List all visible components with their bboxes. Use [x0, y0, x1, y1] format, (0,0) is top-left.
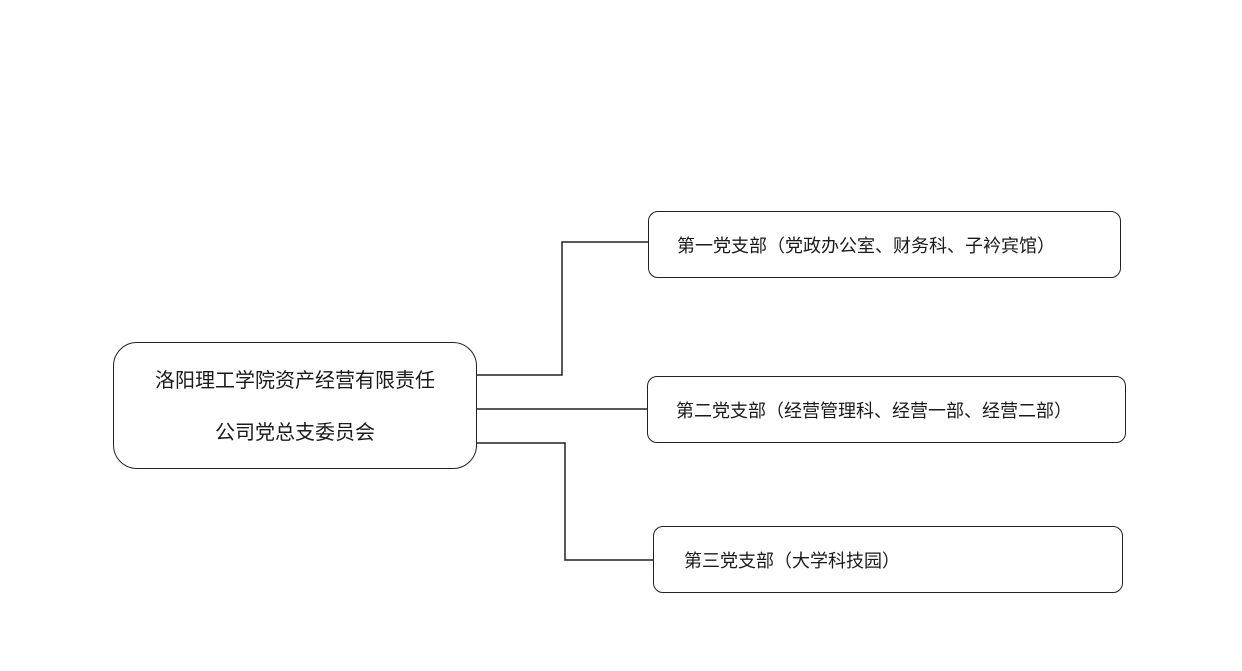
root-label-line-2: 公司党总支委员会: [215, 419, 375, 444]
root-node: 洛阳理工学院资产经营有限责任 公司党总支委员会: [113, 342, 477, 469]
branch-node-3: 第三党支部（大学科技园）: [653, 526, 1123, 593]
branch-node-2: 第二党支部（经营管理科、经营一部、经营二部）: [647, 376, 1126, 443]
root-label-line-1: 洛阳理工学院资产经营有限责任: [155, 367, 435, 392]
branch-label-2: 第二党支部（经营管理科、经营一部、经营二部）: [676, 400, 1072, 422]
branch-label-1: 第一党支部（党政办公室、财务科、子衿宾馆）: [677, 235, 1055, 257]
connector-branch-3: [477, 442, 653, 561]
branch-node-1: 第一党支部（党政办公室、财务科、子衿宾馆）: [648, 211, 1121, 278]
branch-label-3: 第三党支部（大学科技园）: [684, 550, 900, 572]
connector-branch-1: [477, 241, 648, 376]
